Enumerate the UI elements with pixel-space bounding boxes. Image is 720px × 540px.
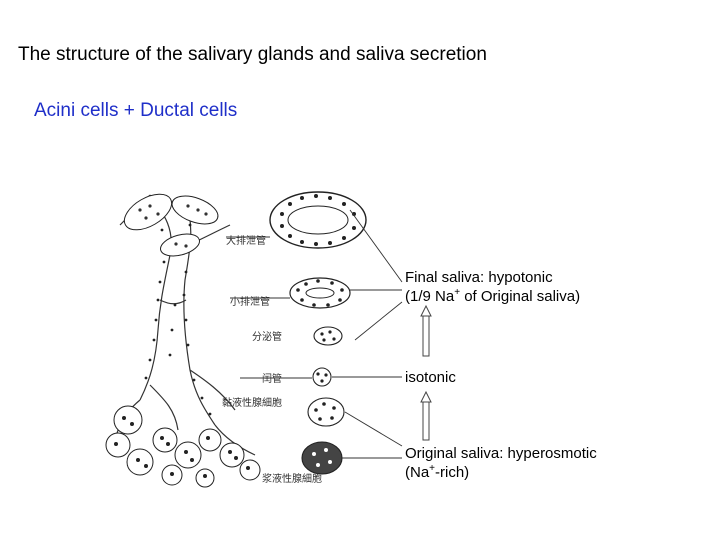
label-secretory-duct: 分泌管 [252,330,282,343]
intercalated-duct-cross-section [313,368,331,386]
secretory-duct-cross-section [314,327,342,345]
label-intercalated-duct: 闰管 [262,372,282,385]
serous-acinus-cross-section [302,442,342,474]
label-large-duct: 大排泄管 [226,234,266,247]
label-small-duct: 小排泄管 [230,295,270,308]
label-serous-cell: 浆液性腺細胞 [262,472,322,485]
small-duct-cross-section [290,278,350,308]
annotation-isotonic: isotonic [405,368,456,387]
annotation-final-line1: Final saliva: hypotonic [405,268,580,287]
label-mucous-cell: 黏液性腺細胞 [222,396,282,409]
large-duct-cross-section [270,192,366,248]
annotation-original-line2-post: -rich) [435,464,469,481]
annotation-final-line2-pre: (1/9 Na [405,288,454,305]
upper-lobules [118,187,221,260]
annotation-original-saliva: Original saliva: hyperosmotic (Na+-rich) [405,444,597,482]
acini-cluster [106,406,260,487]
annotation-original-line2: (Na+-rich) [405,463,597,482]
annotation-final-line2: (1/9 Na+ of Original saliva) [405,287,580,306]
upward-arrow-lower [421,392,431,440]
annotation-original-line2-pre: (Na [405,464,429,481]
annotation-final-line2-post: of Original saliva) [460,288,580,305]
annotation-final-saliva: Final saliva: hypotonic (1/9 Na+ of Orig… [405,268,580,306]
annotation-original-line1: Original saliva: hyperosmotic [405,444,597,463]
mucous-acinus-cross-section [308,398,344,426]
upward-arrow-upper [421,306,431,356]
